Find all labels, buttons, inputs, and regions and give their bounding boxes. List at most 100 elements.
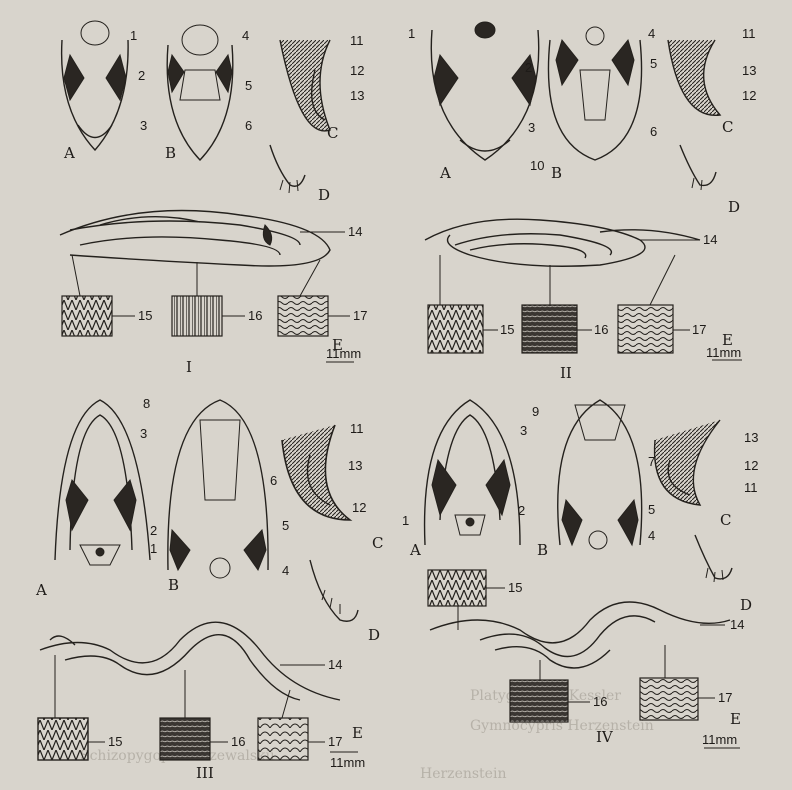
- panel-II-letter-D: D: [728, 198, 740, 216]
- panel-I-num-11: 11: [350, 33, 364, 48]
- panel-IV-letter-C: C: [720, 511, 731, 529]
- panel-II-num-5: 5: [650, 56, 657, 71]
- panel-II-box-17: [618, 305, 673, 353]
- panel-I-num-12: 12: [350, 63, 364, 78]
- panel-III-num-2: 2: [150, 523, 157, 538]
- panel-III-num-14: 14: [328, 657, 342, 672]
- panel-III-view-D: [310, 560, 358, 621]
- panel-I-box-15: [62, 296, 112, 336]
- panel-IV-num-1: 1: [402, 513, 409, 528]
- panel-II-num-10: 10: [530, 158, 544, 173]
- panel-II-num-4: 4: [648, 26, 655, 41]
- panel-IV-box-15: [428, 570, 486, 606]
- panel-IV-letter-D: D: [740, 596, 752, 614]
- panel-II-num-2: 2: [525, 60, 532, 75]
- panel-I-num-4: 4: [242, 28, 249, 43]
- panel-I-box-16: [172, 296, 222, 336]
- panel-I-roman: I: [186, 358, 192, 376]
- panel-II-letter-C: C: [722, 118, 733, 136]
- panel-III-letter-A: A: [35, 581, 47, 599]
- panel-II-box-15: [428, 305, 483, 353]
- panel-I-view-B: [167, 25, 233, 160]
- panel-III-num-4: 4: [282, 563, 289, 578]
- panel-I-view-A: [62, 21, 128, 150]
- panel-II-letter-A: A: [439, 164, 451, 182]
- panel-III-num-15: 15: [108, 734, 122, 749]
- panel-I-num-3: 3: [140, 118, 147, 133]
- panel-II-num-1: 1: [408, 26, 415, 41]
- panel-III-view-E: [40, 622, 340, 700]
- panel-I-letter-A: A: [63, 144, 75, 162]
- panel-III: A B C D E 1 2 3 4 5 6 8 11 12 13 14 15 1…: [35, 396, 383, 782]
- panel-IV-num-4: 4: [648, 528, 655, 543]
- panel-IV-num-17: 17: [718, 690, 732, 705]
- panel-I: A B C D E 1 2 3 4 5 6 11 12 13 14 15 16 …: [60, 21, 367, 376]
- panel-III-num-8: 8: [143, 396, 150, 411]
- panel-IV-num-13: 13: [744, 430, 758, 445]
- panel-II-roman: II: [560, 364, 572, 382]
- panel-III-num-1: 1: [150, 541, 157, 556]
- panel-II-view-B: [548, 27, 641, 160]
- panel-IV-num-12: 12: [744, 458, 758, 473]
- panel-III-view-B: [168, 400, 268, 578]
- panel-I-num-1: 1: [130, 28, 137, 43]
- panel-I-num-5: 5: [245, 78, 252, 93]
- panel-II-num-14: 14: [703, 232, 717, 247]
- panel-I-letter-D: D: [318, 186, 330, 204]
- panel-I-letter-B: B: [165, 144, 176, 162]
- panel-III-letter-C: C: [372, 534, 383, 552]
- panel-II-num-16: 16: [594, 322, 608, 337]
- panel-II-view-E: [425, 219, 700, 266]
- panel-IV-box-16: [510, 680, 568, 722]
- panel-II-num-17: 17: [692, 322, 706, 337]
- panel-IV-num-3: 3: [520, 423, 527, 438]
- panel-III-num-17: 17: [328, 734, 342, 749]
- panel-IV-view-E: [430, 602, 730, 668]
- panel-IV-scale: 11mm: [702, 732, 737, 747]
- panel-IV-num-14: 14: [730, 617, 744, 632]
- panel-IV-roman: IV: [596, 728, 614, 746]
- panel-I-num-15: 15: [138, 308, 152, 323]
- panel-II-view-D: [680, 145, 716, 190]
- panel-III-num-12: 12: [352, 500, 366, 515]
- panel-III-letter-E: E: [352, 724, 363, 742]
- panel-IV-letter-A: A: [409, 541, 421, 559]
- panel-II-num-6: 6: [650, 124, 657, 139]
- panel-III-num-3: 3: [140, 426, 147, 441]
- panel-I-num-2: 2: [138, 68, 145, 83]
- panel-II-num-15: 15: [500, 322, 514, 337]
- panel-I-num-14: 14: [348, 224, 362, 239]
- panel-II-box-16: [522, 305, 577, 353]
- panel-III-num-13: 13: [348, 458, 362, 473]
- panel-II-num-13: 13: [742, 63, 756, 78]
- panel-IV-view-B: [558, 400, 642, 549]
- panel-II: A B C D E 1 2 3 4 5 6 10 11 12 13 14 15 …: [408, 22, 756, 382]
- panel-IV-num-11: 11: [744, 480, 758, 495]
- panel-III-num-5: 5: [282, 518, 289, 533]
- panel-III-roman: III: [196, 764, 214, 782]
- panel-I-view-E: [60, 211, 345, 267]
- panel-II-scale: 11mm: [706, 345, 741, 360]
- panel-I-num-17: 17: [353, 308, 367, 323]
- panel-IV-num-16: 16: [593, 694, 607, 709]
- panel-IV-num-7: 7: [648, 454, 655, 469]
- panel-IV-num-15: 15: [508, 580, 522, 595]
- panel-I-num-6: 6: [245, 118, 252, 133]
- panel-I-scale: 11mm: [326, 346, 361, 361]
- panel-IV-letter-E: E: [730, 710, 741, 728]
- panel-III-letter-D: D: [368, 626, 380, 644]
- panel-IV-letter-B: B: [537, 541, 548, 559]
- panel-IV-box-17: [640, 678, 698, 720]
- panel-III-box-15: [38, 718, 88, 760]
- panel-II-view-C: [668, 40, 720, 115]
- panel-II-view-A: [431, 22, 538, 160]
- panel-II-num-3: 3: [528, 120, 535, 135]
- panel-II-num-11: 11: [742, 26, 756, 41]
- panel-III-num-16: 16: [231, 734, 245, 749]
- panel-IV-num-5: 5: [648, 502, 655, 517]
- bleed-line-4: Herzenstein: [420, 766, 506, 782]
- panel-IV-view-A: [425, 400, 520, 545]
- panel-IV-view-C: [655, 420, 720, 505]
- panel-I-box-17: [278, 296, 328, 336]
